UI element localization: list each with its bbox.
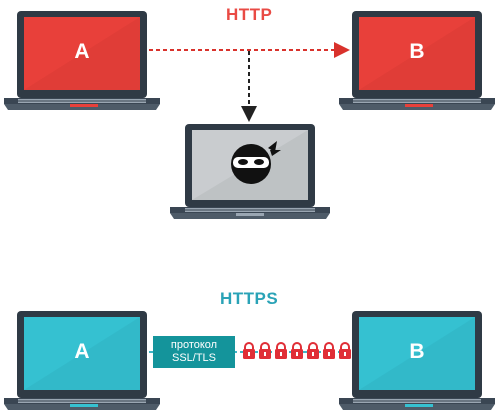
padlock-icon (291, 342, 303, 359)
protocol-name: SSL/TLS (171, 352, 217, 364)
ninja-icon (231, 141, 281, 184)
padlock-icon (275, 342, 287, 359)
padlock-icon (307, 342, 319, 359)
https-node-a-label: A (74, 340, 90, 363)
https-node-b-label: B (409, 340, 425, 363)
laptop-icon (339, 311, 495, 410)
laptop-icon (4, 311, 160, 410)
padlock-icon (339, 342, 351, 359)
http-node-a-label: A (74, 40, 90, 63)
padlock-chain (243, 342, 351, 359)
padlock-icon (243, 342, 255, 359)
ssl-tls-protocol-box: протокол SSL/TLS (153, 336, 235, 368)
http-node-b-label: B (409, 40, 425, 63)
padlock-icon (259, 342, 271, 359)
http-title: HTTP (226, 5, 273, 24)
padlock-icon (323, 342, 335, 359)
laptop-icon (4, 11, 160, 110)
laptop-icon (339, 11, 495, 110)
https-title: HTTPS (220, 289, 279, 308)
protocol-label: протокол (170, 339, 218, 351)
